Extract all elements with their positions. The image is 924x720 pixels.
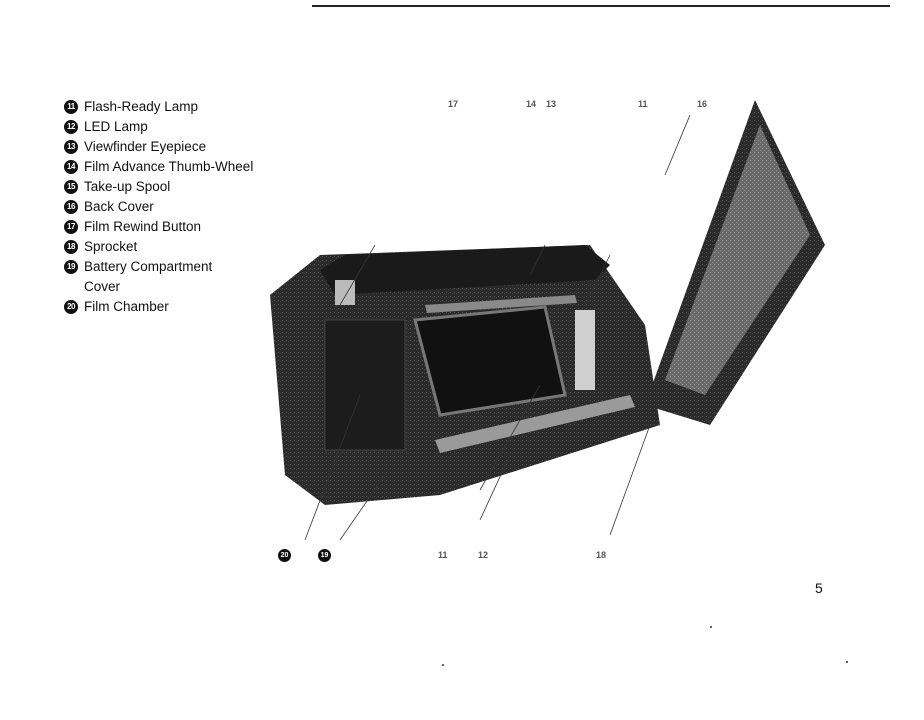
legend-label: Film Rewind Button	[84, 217, 201, 237]
page-number: 5	[815, 580, 823, 596]
legend-number: 18	[64, 240, 78, 254]
legend-label: Take-up Spool	[84, 177, 170, 197]
header-rule	[312, 5, 890, 7]
legend-label: LED Lamp	[84, 117, 148, 137]
legend-label: Sprocket	[84, 237, 137, 257]
legend-number: 11	[64, 100, 78, 114]
parts-legend: 11 Flash-Ready Lamp 12 LED Lamp 13 Viewfind…	[64, 97, 253, 317]
legend-item: 11 Flash-Ready Lamp	[64, 97, 253, 117]
callout-20: 20	[278, 549, 291, 562]
legend-number: 17	[64, 220, 78, 234]
legend-item: 12 LED Lamp	[64, 117, 253, 137]
speck	[442, 664, 444, 666]
callout-16: 16	[697, 99, 707, 109]
callout-11-bottom: 11	[438, 550, 448, 560]
legend-number: 20	[64, 300, 78, 314]
legend-number: 19	[64, 260, 78, 274]
legend-label: Flash-Ready Lamp	[84, 97, 198, 117]
legend-label: Back Cover	[84, 197, 154, 217]
legend-label: Viewfinder Eyepiece	[84, 137, 206, 157]
legend-number: 15	[64, 180, 78, 194]
callout-11: 11	[638, 99, 648, 109]
take-up-spool	[575, 310, 595, 390]
callout-number: 19	[318, 549, 331, 562]
legend-item: 14 Film Advance Thumb-Wheel	[64, 157, 253, 177]
legend-number: 14	[64, 160, 78, 174]
legend-number: 16	[64, 200, 78, 214]
callout-19: 19	[318, 549, 331, 562]
film-chamber	[325, 320, 405, 450]
legend-item: 18 Sprocket	[64, 237, 253, 257]
legend-item: 19 Battery Compartment Cover	[64, 257, 253, 297]
callout-13: 13	[546, 99, 556, 109]
legend-label: Film Chamber	[84, 297, 169, 317]
callout-12: 12	[478, 550, 488, 560]
legend-number: 12	[64, 120, 78, 134]
legend-item: 17 Film Rewind Button	[64, 217, 253, 237]
callout-14: 14	[526, 99, 536, 109]
callout-number: 20	[278, 549, 291, 562]
legend-label: Battery Compartment Cover	[84, 257, 212, 297]
speck	[846, 661, 848, 663]
callout-17: 17	[448, 99, 458, 109]
legend-item: 20 Film Chamber	[64, 297, 253, 317]
legend-item: 16 Back Cover	[64, 197, 253, 217]
legend-label: Film Advance Thumb-Wheel	[84, 157, 253, 177]
film-gate	[415, 307, 565, 415]
legend-item: 15 Take-up Spool	[64, 177, 253, 197]
legend-item: 13 Viewfinder Eyepiece	[64, 137, 253, 157]
legend-number: 13	[64, 140, 78, 154]
speck	[710, 626, 712, 628]
camera-back-photo	[265, 95, 825, 545]
callout-18: 18	[596, 550, 606, 560]
